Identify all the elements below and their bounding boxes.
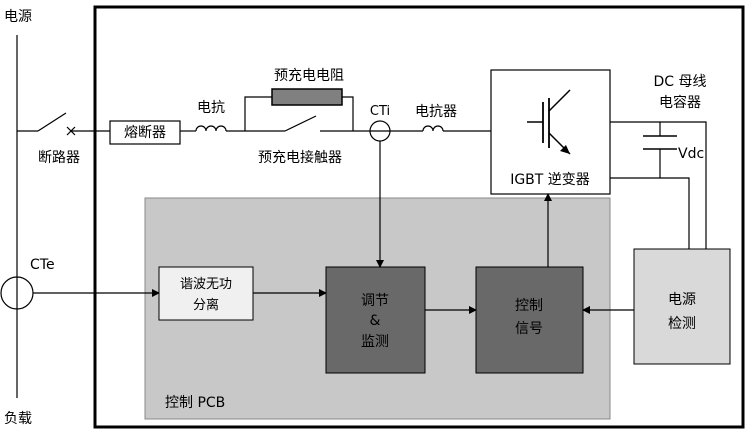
power-detect-label-2: 检测 bbox=[668, 316, 696, 332]
igbt-inverter-label: IGBT 逆变器 bbox=[510, 172, 590, 188]
harmonic-separation-block bbox=[158, 266, 254, 321]
control-pcb-label: 控制 PCB bbox=[165, 395, 225, 411]
power-detect-label-1: 电源 bbox=[668, 292, 696, 308]
reactor-2-coil bbox=[422, 125, 444, 132]
load-label: 负载 bbox=[4, 411, 32, 427]
regulate-label-2: & bbox=[370, 313, 381, 329]
power-detection-block bbox=[633, 248, 731, 365]
control-signal-label-1: 控制 bbox=[515, 298, 543, 314]
power-source-label: 电源 bbox=[4, 9, 32, 25]
precharge-contactor-switch bbox=[284, 115, 317, 132]
dc-bus-label-1: DC 母线 bbox=[653, 74, 706, 90]
breaker-switch bbox=[37, 112, 67, 132]
igbt-icon bbox=[527, 89, 571, 155]
harmonic-label-2: 分离 bbox=[193, 297, 219, 313]
reactor-1-label: 电抗 bbox=[197, 100, 225, 116]
fuse-box bbox=[109, 120, 181, 145]
precharge-resistor bbox=[271, 88, 343, 106]
fuse-label: 熔断器 bbox=[124, 125, 166, 141]
regulate-label-1: 调节 bbox=[361, 293, 389, 309]
regulate-monitor-block bbox=[325, 266, 426, 374]
vdc-label: Vdc bbox=[678, 146, 704, 162]
igbt-inverter-box bbox=[490, 69, 611, 195]
harmonic-label-1: 谐波无功 bbox=[180, 277, 232, 292]
reactor-2-label: 电抗器 bbox=[415, 104, 457, 120]
reactor-1-coil bbox=[195, 125, 227, 132]
control-signal-block bbox=[475, 266, 584, 374]
cte-label: CTe bbox=[30, 257, 55, 273]
cti-label: CTi bbox=[370, 104, 390, 119]
precharge-contactor-label: 预充电接触器 bbox=[258, 149, 342, 166]
equipment-frame bbox=[93, 5, 745, 429]
breaker-label: 断路器 bbox=[38, 150, 80, 166]
dc-bus-label-2: 电容器 bbox=[659, 94, 701, 111]
precharge-resistor-label: 预充电电阻 bbox=[274, 68, 344, 84]
control-signal-label-2: 信号 bbox=[515, 321, 543, 337]
regulate-label-3: 监测 bbox=[361, 334, 389, 350]
